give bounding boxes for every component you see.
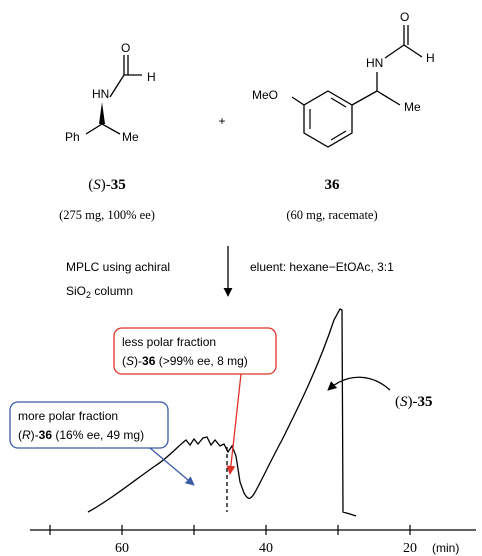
bond-c-me bbox=[101, 123, 121, 135]
ring-double-2 bbox=[330, 130, 347, 141]
bond-n-c bbox=[109, 74, 125, 98]
bond-ring-ome bbox=[291, 96, 305, 106]
ring-double-1 bbox=[330, 97, 347, 108]
x-tick-label: 20 bbox=[403, 541, 417, 556]
atom-h: H bbox=[147, 70, 156, 84]
more-polar-title: more polar fraction bbox=[18, 409, 118, 423]
atom-meo: MeO bbox=[252, 88, 278, 102]
chromatogram: 60 40 20 (min) (S)-35 bbox=[30, 308, 476, 556]
compound-35-amount: (275 mg, 100% ee) bbox=[59, 208, 155, 222]
x-axis-ticks: 60 40 20 bbox=[49, 525, 417, 556]
benzene-ring bbox=[303, 90, 353, 148]
x-axis-unit: (min) bbox=[432, 541, 459, 555]
chromatogram-trace bbox=[87, 308, 357, 517]
atom-o: O bbox=[400, 10, 409, 24]
atom-o: O bbox=[121, 41, 130, 55]
atom-hn: HN bbox=[92, 87, 109, 101]
bond-c-ph bbox=[85, 123, 103, 135]
atom-h: H bbox=[426, 51, 435, 65]
more-polar-arrow bbox=[149, 447, 195, 486]
atom-ph: Ph bbox=[65, 130, 80, 144]
method-line-2: SiO2 column bbox=[66, 284, 133, 300]
bond-n-c bbox=[384, 44, 405, 59]
bond-c-h bbox=[403, 44, 423, 58]
wedge-bond bbox=[99, 102, 105, 124]
x-tick-label: 40 bbox=[259, 541, 273, 556]
less-polar-title: less polar fraction bbox=[122, 335, 216, 349]
method-line-1: MPLC using achiral bbox=[66, 260, 170, 274]
eluent-text: eluent: hexane−EtOAc, 3:1 bbox=[250, 260, 394, 274]
compound-35-label: (S)-35 bbox=[88, 177, 126, 193]
atom-hn: HN bbox=[366, 56, 383, 70]
x-tick-label: 60 bbox=[115, 541, 129, 556]
less-polar-detail: (S)-36 (>99% ee, 8 mg) bbox=[122, 354, 248, 368]
less-polar-box bbox=[113, 327, 277, 375]
atom-me: Me bbox=[122, 130, 139, 144]
compound-36-amount: (60 mg, racemate) bbox=[286, 208, 377, 222]
bond-ring-ch bbox=[351, 90, 378, 106]
bond-ch-me bbox=[376, 90, 401, 106]
compound-35-structure: HN O H Ph Me bbox=[65, 41, 156, 144]
plus-sign: + bbox=[218, 114, 225, 128]
less-polar-arrow bbox=[226, 373, 242, 475]
compound-36-structure: MeO HN O H Me bbox=[252, 10, 435, 148]
peak-35-arrow bbox=[327, 376, 391, 391]
more-polar-detail: (R)-36 (16% ee, 49 mg) bbox=[18, 428, 144, 442]
atom-me: Me bbox=[404, 100, 421, 114]
peak-35-label: (S)-35 bbox=[395, 394, 433, 410]
more-polar-box bbox=[9, 401, 169, 449]
compound-36-label: 36 bbox=[325, 177, 341, 193]
